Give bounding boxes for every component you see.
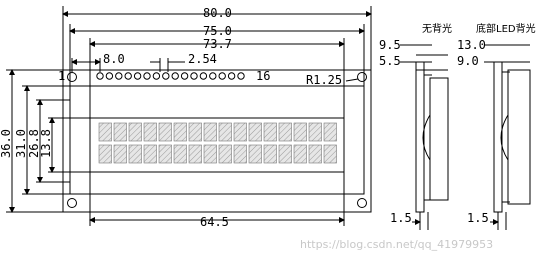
char-cell xyxy=(278,144,292,164)
character-cells xyxy=(98,122,337,164)
side-backlight-dim-bottom: 1.5 xyxy=(467,211,489,225)
dim-height-view: 26.8 xyxy=(27,129,41,158)
dim-outline-width: 73.7 xyxy=(203,37,232,51)
pin xyxy=(124,72,132,80)
char-cell xyxy=(308,122,322,142)
pin xyxy=(180,72,189,80)
pin xyxy=(96,72,104,80)
char-cell xyxy=(188,122,202,142)
pin-header xyxy=(96,72,245,80)
side-backlight-dim-mid: 9.0 xyxy=(457,54,479,68)
pin xyxy=(171,72,179,80)
char-cell xyxy=(233,122,247,142)
char-cell xyxy=(143,122,157,142)
side-view-backlight xyxy=(484,44,531,230)
char-cell xyxy=(308,144,322,164)
dim-overall-width: 80.0 xyxy=(203,6,232,20)
dim-board-width: 75.0 xyxy=(203,24,232,38)
char-cell xyxy=(158,122,172,142)
side-backlight-dim-top: 13.0 xyxy=(457,38,486,52)
char-cell xyxy=(218,144,232,164)
char-cell xyxy=(128,144,142,164)
char-cell xyxy=(293,122,307,142)
pcb-outline xyxy=(62,69,372,213)
char-cell xyxy=(173,144,187,164)
pin-last-label: 16 xyxy=(256,69,270,83)
side-no-backlight-dim-top: 9.5 xyxy=(379,38,401,52)
module-frame xyxy=(69,85,365,195)
dim-radius: R1.25 xyxy=(306,73,342,87)
view-window xyxy=(89,117,345,173)
side-backlight-title: 底部LED背光 xyxy=(476,22,536,35)
char-cell xyxy=(263,144,277,164)
pin-first-label: 1 xyxy=(58,69,65,83)
pin xyxy=(152,72,161,80)
char-cell xyxy=(113,144,127,164)
char-cell xyxy=(263,122,277,142)
pin xyxy=(227,72,236,80)
mount-hole-bl xyxy=(67,198,77,208)
left-dimensions xyxy=(6,69,90,213)
char-cell xyxy=(293,144,307,164)
char-cell xyxy=(248,122,262,142)
mount-hole-br xyxy=(357,198,367,208)
side-no-backlight-title: 无背光 xyxy=(422,22,452,35)
side-no-backlight-dim-bottom: 1.5 xyxy=(390,211,412,225)
char-cell xyxy=(248,144,262,164)
pin xyxy=(209,72,217,80)
char-cell xyxy=(143,144,157,164)
side-view-no-backlight xyxy=(400,44,449,230)
dim-pin-pitch: 2.54 xyxy=(188,52,217,66)
pin xyxy=(115,72,123,80)
char-cell xyxy=(203,144,217,164)
side-no-backlight-dim-mid: 5.5 xyxy=(379,54,401,68)
pin xyxy=(218,72,226,80)
watermark: https://blog.csdn.net/qq_41979953 xyxy=(300,238,493,251)
mount-hole-tr xyxy=(357,72,367,82)
pin xyxy=(162,72,170,80)
char-cell xyxy=(128,122,142,142)
mount-hole-tl xyxy=(67,72,77,82)
char-cell xyxy=(278,122,292,142)
char-cell xyxy=(158,144,172,164)
char-cell xyxy=(203,122,217,142)
dim-height-char: 13.8 xyxy=(39,129,53,158)
char-cell xyxy=(173,122,187,142)
dim-height-total: 36.0 xyxy=(0,129,13,158)
top-dimensions xyxy=(62,6,372,118)
pin xyxy=(237,72,245,80)
bottom-dimension xyxy=(89,172,345,226)
char-cell xyxy=(323,122,337,142)
char-cell xyxy=(233,144,247,164)
char-cell xyxy=(98,144,112,164)
front-view xyxy=(62,69,372,213)
pin xyxy=(105,72,114,80)
pin xyxy=(133,72,142,80)
pin xyxy=(143,72,151,80)
dim-window-width: 64.5 xyxy=(200,215,229,229)
char-cell xyxy=(323,144,337,164)
char-cell xyxy=(188,144,202,164)
pin xyxy=(190,72,198,80)
char-cell xyxy=(218,122,232,142)
dim-pin-offset: 8.0 xyxy=(103,52,125,66)
char-cell xyxy=(98,122,112,142)
pin xyxy=(199,72,208,80)
dim-height-board: 31.0 xyxy=(14,129,28,158)
char-cell xyxy=(113,122,127,142)
